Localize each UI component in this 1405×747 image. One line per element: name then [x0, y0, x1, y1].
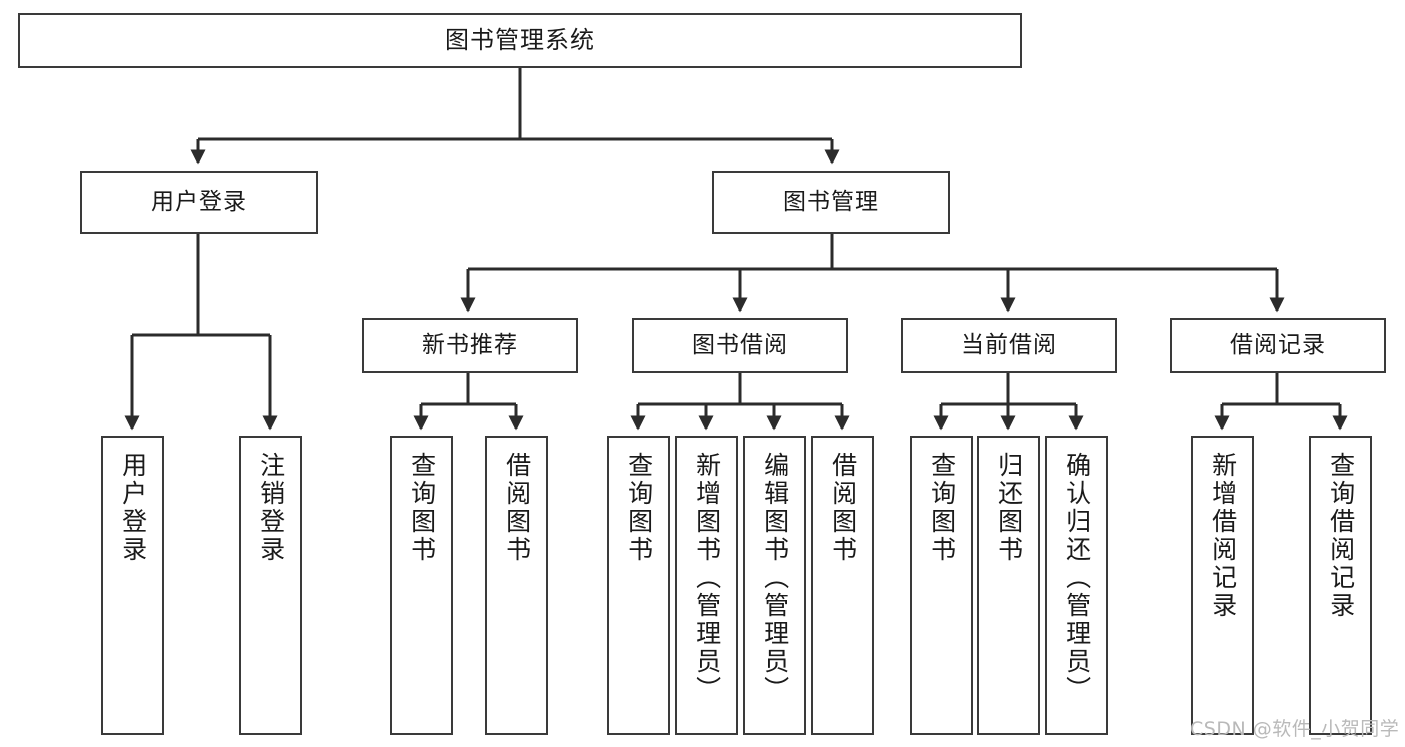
node-return-book[interactable]: 归还图书 — [977, 436, 1040, 735]
node-new-book-recommend[interactable]: 新书推荐 — [362, 318, 578, 373]
node-book-borrow-label: 图书借阅 — [692, 331, 788, 358]
node-add-borrow-record[interactable]: 新增借阅记录 — [1191, 436, 1254, 735]
node-book-management-label: 图书管理 — [783, 188, 879, 215]
node-book-borrow[interactable]: 图书借阅 — [632, 318, 848, 373]
node-borrow-book-1-label: 借阅图书 — [502, 452, 532, 564]
node-logout-leaf-label: 注销登录 — [256, 452, 286, 564]
node-book-management[interactable]: 图书管理 — [712, 171, 950, 234]
node-current-borrow-label: 当前借阅 — [961, 331, 1057, 358]
node-user-login-leaf-label: 用户登录 — [118, 452, 148, 564]
node-query-book-3-label: 查询图书 — [927, 452, 957, 564]
node-query-borrow-record[interactable]: 查询借阅记录 — [1309, 436, 1372, 735]
node-logout-leaf[interactable]: 注销登录 — [239, 436, 302, 735]
node-query-book-1-label: 查询图书 — [407, 452, 437, 564]
node-user-login[interactable]: 用户登录 — [80, 171, 318, 234]
node-confirm-return[interactable]: 确认归还（管理员） — [1045, 436, 1108, 735]
node-edit-book-label: 编辑图书（管理员） — [760, 452, 790, 704]
node-edit-book[interactable]: 编辑图书（管理员） — [743, 436, 806, 735]
node-user-login-label: 用户登录 — [151, 188, 247, 215]
node-query-book-1[interactable]: 查询图书 — [390, 436, 453, 735]
node-return-book-label: 归还图书 — [994, 452, 1024, 564]
node-root[interactable]: 图书管理系统 — [18, 13, 1022, 68]
node-borrow-book-2-label: 借阅图书 — [828, 452, 858, 564]
node-query-book-3[interactable]: 查询图书 — [910, 436, 973, 735]
node-confirm-return-label: 确认归还（管理员） — [1062, 452, 1092, 704]
watermark: CSDN @软件_小贺同学 — [1190, 718, 1400, 740]
node-query-book-2-label: 查询图书 — [624, 452, 654, 564]
node-add-borrow-record-label: 新增借阅记录 — [1208, 452, 1238, 620]
node-root-label: 图书管理系统 — [445, 26, 595, 55]
node-query-book-2[interactable]: 查询图书 — [607, 436, 670, 735]
node-borrow-book-1[interactable]: 借阅图书 — [485, 436, 548, 735]
node-user-login-leaf[interactable]: 用户登录 — [101, 436, 164, 735]
node-borrow-record[interactable]: 借阅记录 — [1170, 318, 1386, 373]
node-add-book-label: 新增图书（管理员） — [692, 452, 722, 704]
node-query-borrow-record-label: 查询借阅记录 — [1326, 452, 1356, 620]
node-add-book[interactable]: 新增图书（管理员） — [675, 436, 738, 735]
node-current-borrow[interactable]: 当前借阅 — [901, 318, 1117, 373]
node-borrow-record-label: 借阅记录 — [1230, 331, 1326, 358]
node-borrow-book-2[interactable]: 借阅图书 — [811, 436, 874, 735]
node-new-book-recommend-label: 新书推荐 — [422, 331, 518, 358]
